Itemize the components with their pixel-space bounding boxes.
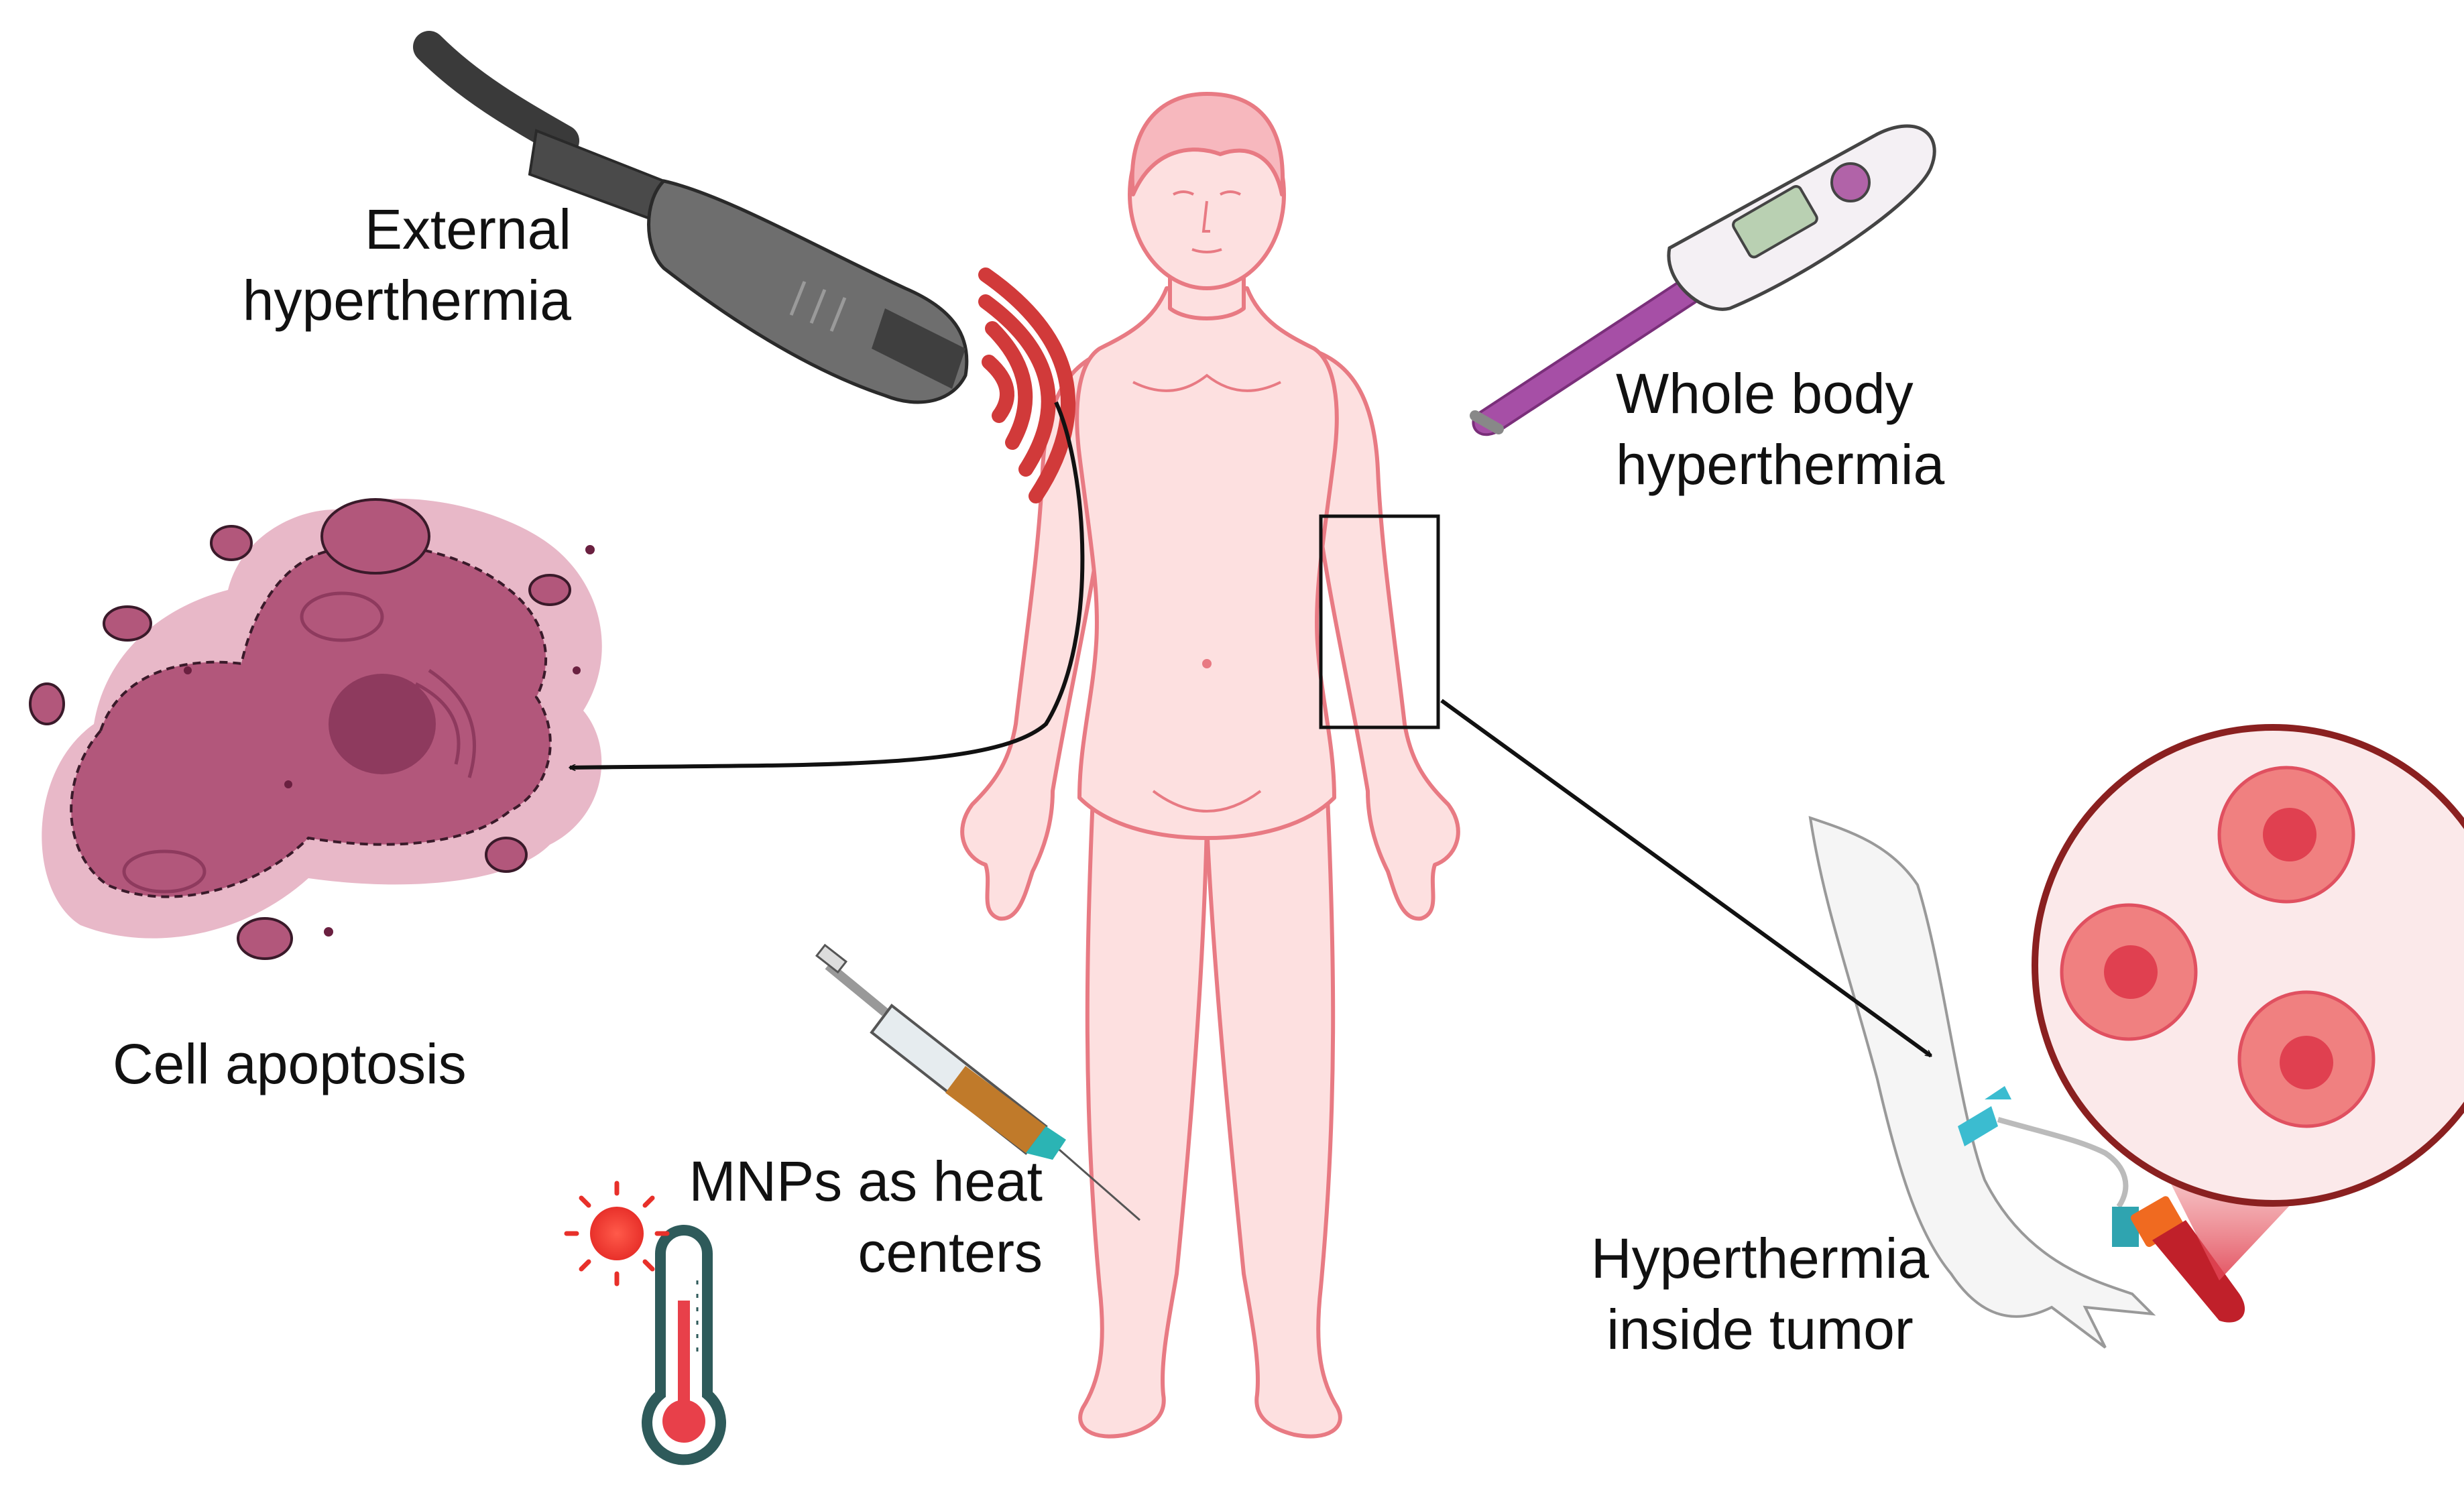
label-cell-apoptosis: Cell apoptosis	[113, 1032, 467, 1095]
arm-iv-icon	[1808, 816, 2156, 1349]
sun-icon	[564, 1181, 670, 1286]
arm-highlight-box	[1319, 514, 1440, 729]
digital-thermometer-icon	[1470, 124, 1936, 436]
ultrasound-probe-icon	[413, 31, 969, 404]
label-external-hyperthermia: External hyperthermia	[242, 198, 571, 332]
human-body-figure	[960, 92, 1460, 1439]
label-mnps-heat-centers: MNPs as heat centers	[689, 1150, 1043, 1284]
heat-wave-icon	[978, 267, 1076, 503]
face-details	[1132, 190, 1281, 813]
apoptotic-cell-icon	[29, 498, 602, 960]
arrow-probe-to-cell	[570, 401, 1085, 768]
label-whole-body-hyperthermia: Whole body hyperthermia	[1616, 362, 1945, 496]
arrow-arm-to-iv	[1440, 699, 1931, 1058]
blood-tube-icon	[2130, 1196, 2245, 1323]
tumor-cells-icon	[2032, 724, 2464, 1280]
thermometer-icon	[642, 1225, 726, 1465]
syringe-icon	[815, 943, 1140, 1221]
label-hyperthermia-inside-tumor: Hyperthermia inside tumor	[1590, 1227, 1930, 1361]
